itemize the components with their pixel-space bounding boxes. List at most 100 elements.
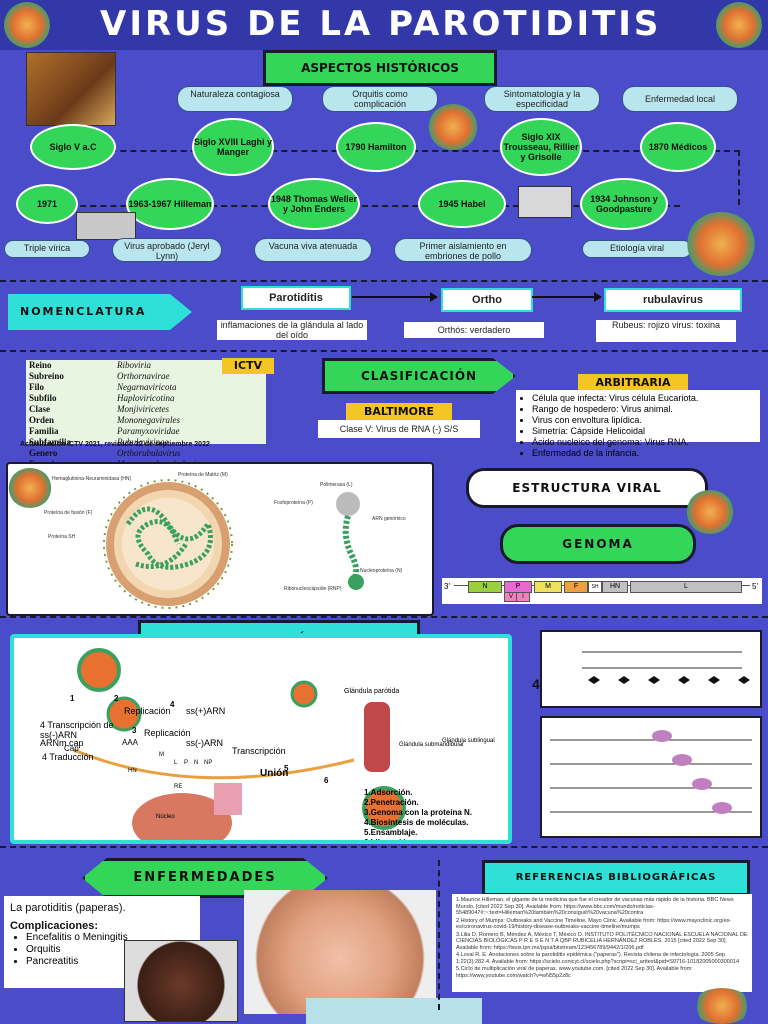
ictv-note: Actualización ICTV 2021, revisado 22 de …: [20, 441, 210, 448]
timeline-node: 1870 Médicos: [640, 122, 716, 172]
structure-label: Polimerasa (L): [320, 482, 353, 488]
timeline-node: 1934 Johnson y Goodpasture: [580, 178, 668, 230]
virion-diagram: [103, 479, 364, 609]
genome-5end: 5': [752, 582, 758, 591]
timeline-node: 1790 Hamilton: [336, 122, 416, 172]
nomenclatura-heading: NOMENCLATURA: [8, 294, 192, 330]
history-fact: Sintomatología y la especificidad: [484, 86, 600, 112]
ictv-rank: Genero: [29, 448, 58, 458]
diagram-label: Glándula parótida: [344, 688, 400, 695]
diagram-label: ss(+)ARN: [186, 706, 226, 716]
referencias-heading: REFERENCIAS BIBLIOGRÁFICAS: [482, 860, 750, 896]
diagram-label: RE: [174, 784, 183, 790]
diagram-label: M: [159, 752, 164, 758]
term-meaning: Orthós: verdadero: [404, 322, 544, 338]
genome-panel: 3' 5' N P M F SH HN L V I: [442, 578, 762, 604]
ictv-rank: Familia: [29, 426, 59, 436]
diagram-label: ARNm cap: [40, 738, 84, 748]
reference-item: 2.History of Mumps: Outbreaks and Vaccin…: [456, 917, 732, 931]
aspectos-heading: ASPECTOS HISTÓRICOS: [263, 50, 497, 86]
side-number: 4: [532, 676, 540, 692]
structure-panel: Hemaglutinina-Neuraminidasa (HN) Proteín…: [6, 462, 434, 616]
cycle-step: 4.Biosíntesis de moléculas.: [364, 818, 469, 827]
ictv-row: Familia Paramyxoviridae: [26, 426, 210, 437]
history-fact: Orquitis como complicación: [322, 86, 438, 112]
section-divider-vertical: [438, 860, 440, 1010]
history-fact: Triple vírica: [4, 240, 90, 258]
virus-icon: [8, 468, 52, 508]
structure-label: Proteína de fusión (F): [44, 510, 93, 516]
cycle-step: 5.Ensamblaje.: [364, 828, 418, 837]
arbitraria-item: Virus con envoltura lipídica.: [532, 415, 758, 426]
arbitraria-item: Ácido nucleico del genoma: Virus RNA.: [532, 437, 758, 448]
cycle-step: 1.Adsorción.: [364, 788, 413, 797]
step-number: 6: [324, 776, 329, 785]
timeline-line: [40, 205, 680, 207]
gene-l: L: [630, 581, 742, 593]
transcription-panel-top: [540, 630, 762, 708]
title-bar: VIRUS DE LA PAROTIDITIS: [0, 0, 768, 50]
complication-item: Encefalitis o Meningitis: [26, 932, 194, 944]
timeline-node: Siglo XIX Trousseau, Rillier y Grisolle: [500, 118, 582, 176]
structure-label: Proteína SH: [48, 534, 76, 540]
virus-icon: [4, 2, 50, 48]
clasificacion-heading: CLASIFICACIÓN: [322, 358, 516, 394]
virus-icon: [428, 104, 478, 150]
step-number: 5: [284, 764, 289, 773]
ictv-rank: Subfamilia: [29, 437, 72, 447]
ictv-taxon: Mononegavirales: [117, 415, 180, 425]
diagram-label: Replicación: [124, 706, 171, 716]
history-fact: Vacuna viva atenuada: [254, 238, 372, 262]
cycle-step: 2.Penetración.: [364, 798, 419, 807]
term-box: Ortho: [441, 288, 533, 312]
reference-item: 5.Ciclo de multiplicación viral de paper…: [456, 966, 693, 979]
diagram-label: Glándula sublingual: [442, 738, 495, 744]
timeline-node: 1963-1967 Hilleman: [126, 178, 214, 230]
timeline-connector: [738, 150, 740, 205]
ictv-taxon: Paramyxoviridae: [117, 426, 180, 436]
complicaciones-title: Complicaciones:: [10, 920, 99, 932]
structure-label: Proteína de Matriz (M): [178, 472, 228, 478]
diagram-label: NP: [204, 760, 213, 766]
complication-item: Pancreatitis: [26, 956, 194, 968]
ictv-row: Genero Orthorubulavirus: [26, 448, 210, 459]
arbitraria-tag: ARBITRARIA: [578, 374, 688, 392]
section-divider: [0, 616, 768, 618]
gene-i: I: [516, 592, 530, 602]
timeline-node: 1948 Thomas Weller y John Enders: [268, 178, 360, 230]
diagram-label: Replicación: [144, 728, 191, 738]
section-divider: [0, 280, 768, 282]
gene-n: N: [468, 581, 502, 593]
arbitraria-item: Rango de hospedero: Virus animal.: [532, 404, 758, 415]
diagram-label: ss(-)ARN: [186, 738, 223, 748]
page-title: VIRUS DE LA PAROTIDITIS: [100, 4, 662, 44]
section-divider: [0, 846, 768, 848]
ictv-rank: Subreino: [29, 371, 64, 381]
ictv-tag: ICTV: [222, 358, 274, 374]
history-fact: Primer aislamiento en embriones de pollo: [394, 238, 532, 262]
cycle-step: 6.Liberación.: [364, 838, 414, 844]
gene-sh: SH: [588, 581, 602, 593]
arbitraria-item: Célula que infecta: Virus célula Eucario…: [532, 393, 758, 404]
ictv-rank: Filo: [29, 382, 44, 392]
caption-box: [306, 998, 482, 1024]
timeline-node: 1971: [16, 184, 78, 224]
history-image: [76, 212, 136, 240]
structure-label: ARN genómico: [372, 516, 406, 522]
baltimore-tag: BALTIMORE: [346, 403, 452, 421]
patient-photo: [244, 890, 436, 1014]
enfermedades-intro: La parotiditis (paperas).: [10, 902, 126, 914]
ictv-taxon: Negarnaviricota: [117, 382, 177, 392]
history-fact: Naturaleza contagiosa: [177, 86, 293, 112]
section-divider: [0, 350, 768, 352]
history-image: [26, 52, 116, 126]
history-fact: Etiología viral: [582, 240, 692, 258]
arbitraria-item: Enfermedad de la infancia.: [532, 448, 758, 459]
structure-label: Hemaglutinina-Neuraminidasa (HN): [52, 476, 132, 482]
diagram-label: Transcripción: [232, 746, 286, 756]
ictv-taxon: Orthorubulavirus: [117, 448, 181, 458]
